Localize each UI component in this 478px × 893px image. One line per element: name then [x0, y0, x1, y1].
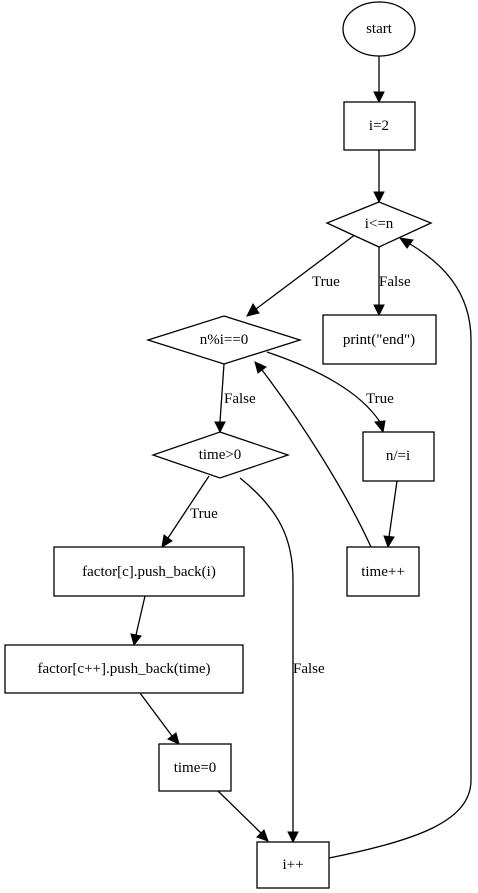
node-init: i=2 — [343, 101, 416, 151]
node-push-time-label: factor[c++].push_back(time) — [37, 661, 210, 677]
node-divisible-check-label: n%i==0 — [200, 332, 249, 348]
edge-i-incr-to-loop-cond — [328, 237, 472, 859]
node-i-increment: i++ — [256, 841, 330, 889]
edge-push-factor-to-push-time — [130, 595, 146, 647]
node-push-factor-label: factor[c].push_back(i) — [82, 564, 216, 580]
node-divisible-check: n%i==0 — [145, 315, 303, 365]
edge-label-divisible-false: False — [224, 391, 256, 407]
node-push-time: factor[c++].push_back(time) — [4, 644, 244, 694]
edge-start-to-init — [373, 56, 385, 104]
node-time-check-label: time>0 — [199, 447, 242, 463]
edge-divide-to-time-incr — [383, 480, 398, 549]
edge-time-check-true — [161, 475, 210, 548]
node-start: start — [342, 1, 416, 57]
edge-label-loop-true: True — [312, 274, 340, 290]
node-time-increment-label: time++ — [361, 564, 405, 580]
node-start-label: start — [366, 21, 393, 37]
node-time-increment: time++ — [346, 546, 420, 597]
node-loop-condition-label: i<=n — [365, 216, 394, 232]
node-divide-label: n/=i — [386, 448, 410, 464]
node-init-label: i=2 — [369, 118, 389, 134]
edge-loop-false — [373, 247, 385, 317]
node-time-reset: time=0 — [158, 743, 232, 792]
edge-loop-true — [246, 233, 357, 317]
node-divide: n/=i — [362, 431, 435, 482]
edge-time-reset-to-i-incr — [217, 790, 269, 842]
node-i-increment-label: i++ — [282, 857, 303, 873]
edge-time-incr-to-divisible — [254, 361, 372, 548]
node-time-reset-label: time=0 — [174, 760, 217, 776]
node-print-end: print("end") — [322, 314, 437, 365]
edge-push-time-to-time-reset — [139, 692, 180, 745]
edge-label-loop-false: False — [379, 274, 411, 290]
edge-label-time-check-true: True — [190, 506, 218, 522]
edge-divisible-true — [266, 351, 386, 434]
node-loop-condition: i<=n — [325, 201, 433, 248]
node-print-end-label: print("end") — [343, 332, 415, 348]
edge-divisible-false — [214, 363, 226, 434]
edge-init-to-loop-cond — [373, 150, 385, 204]
node-push-factor: factor[c].push_back(i) — [53, 546, 245, 597]
edge-label-divisible-true: True — [366, 391, 394, 407]
edge-time-check-false — [239, 477, 299, 844]
edge-label-time-check-false: False — [293, 661, 325, 677]
node-time-check: time>0 — [150, 431, 291, 479]
